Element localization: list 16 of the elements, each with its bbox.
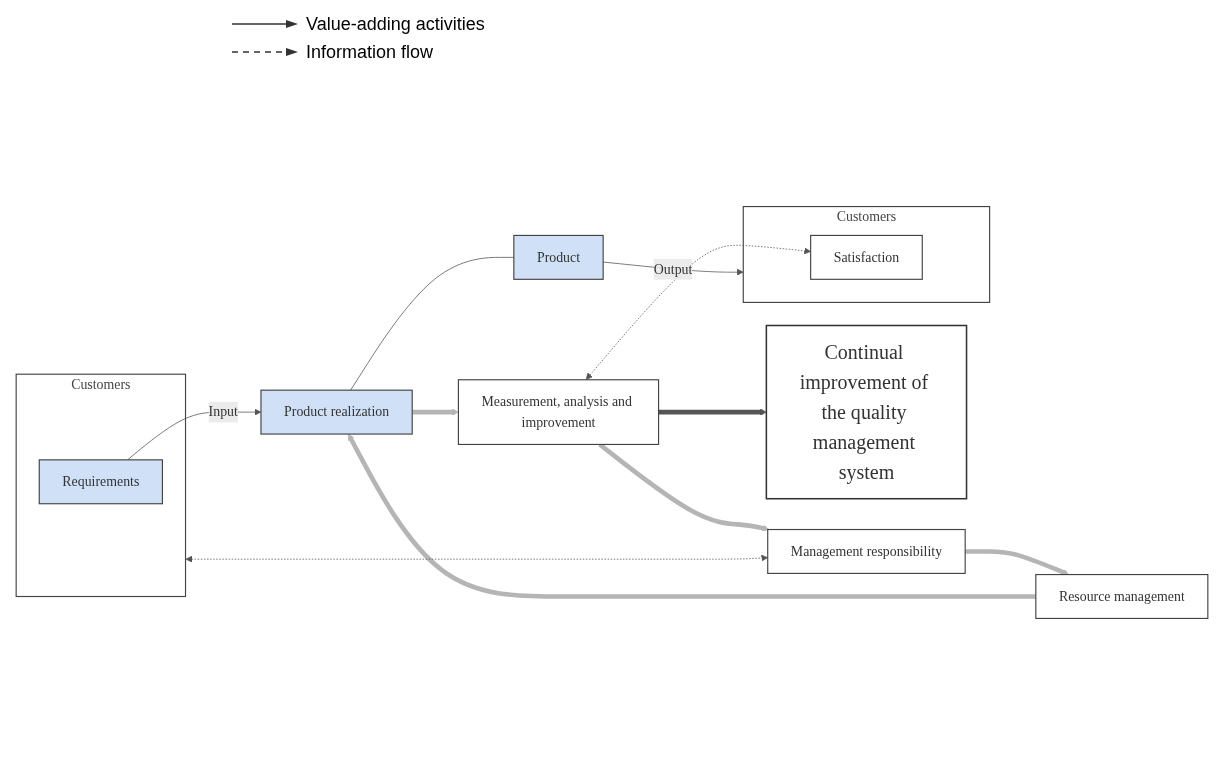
- node-box: Product: [513, 234, 604, 280]
- arrow: [412, 408, 459, 416]
- arrow: [965, 549, 1069, 576]
- node-box: Satisfaction: [810, 234, 923, 280]
- arrow: [347, 433, 1036, 599]
- node-box: Management responsibility: [767, 528, 966, 574]
- legend-text: Information flow: [306, 41, 434, 63]
- node-box: Resource management: [1035, 574, 1209, 619]
- arrow: [658, 408, 767, 416]
- edge-label: Output: [653, 261, 693, 277]
- edge-label: Input: [208, 404, 238, 420]
- node-box: Requirements: [38, 459, 163, 505]
- node-box: Measurement, analysis and improvement: [457, 379, 660, 446]
- legend-text: Value-adding activities: [306, 13, 485, 35]
- node-box: Product realization: [260, 389, 413, 435]
- node-box: Continual improvement of the quality management system: [765, 324, 968, 500]
